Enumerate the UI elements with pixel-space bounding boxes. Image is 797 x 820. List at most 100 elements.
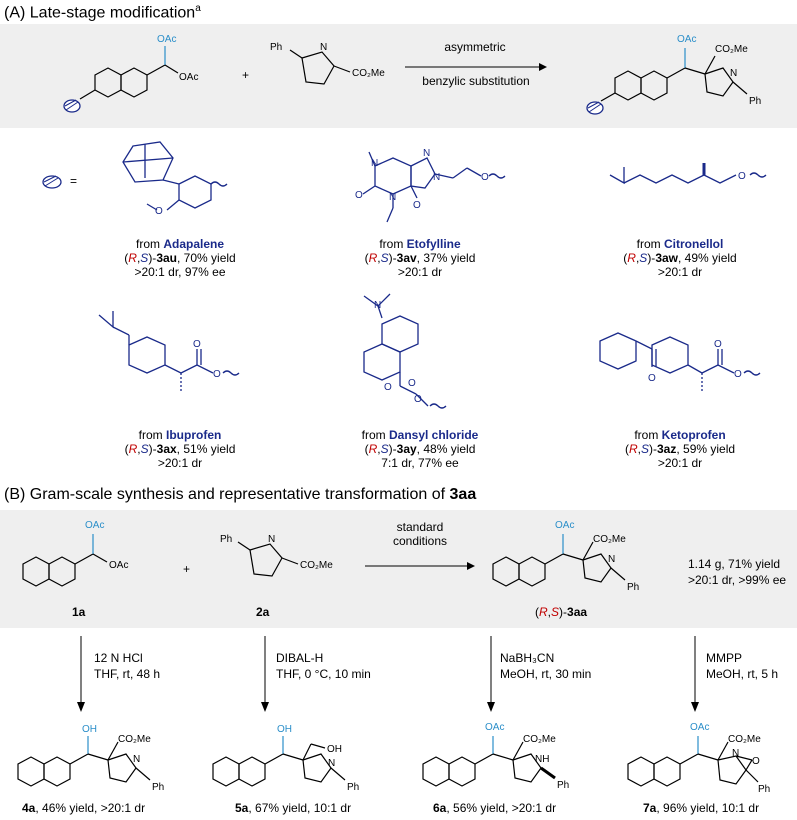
svg-text:N: N — [423, 148, 430, 159]
caption-7a: 7a, 96% yield, 10:1 dr — [643, 801, 760, 815]
svg-text:O: O — [734, 369, 742, 380]
svg-text:CO₂Me: CO₂Me — [352, 68, 385, 79]
svg-text:OAc: OAc — [690, 722, 709, 733]
svg-text:OH: OH — [277, 724, 292, 735]
svg-text:N: N — [433, 172, 440, 183]
svg-text:Ph: Ph — [758, 784, 770, 795]
structure-7a: OAc CO₂Me N O Ph — [627, 722, 770, 795]
structure-pyrroline-ester: Ph N CO₂Me — [270, 42, 385, 85]
svg-text:O: O — [414, 394, 422, 405]
caption-citronellol: from Citronellol (R,S)-3aw, 49% yield >2… — [623, 237, 737, 279]
arrow-a-bottom-label: benzylic substitution — [422, 74, 530, 88]
section-a-title: (A) Late-stage modificationa — [4, 3, 201, 22]
svg-text:OH: OH — [327, 744, 342, 755]
label-3aa: (R,S)-3aa — [535, 605, 588, 619]
svg-text:OAc: OAc — [179, 72, 198, 83]
structure-dansyl: N O O O — [363, 293, 447, 409]
svg-text:O: O — [384, 382, 392, 393]
svg-text:N: N — [732, 748, 739, 759]
caption-4a: 4a, 46% yield, >20:1 dr — [22, 801, 146, 815]
svg-text:OAc: OAc — [555, 520, 574, 531]
arrow-b-bottom-label: conditions — [392, 534, 448, 548]
structure-5a: OH OH N Ph — [212, 724, 359, 793]
caption-5a: 5a, 67% yield, 10:1 dr — [235, 801, 352, 815]
arrow-b-top-label: standard — [396, 520, 444, 534]
svg-text:O: O — [408, 378, 416, 389]
down-arrow-7a — [691, 636, 699, 712]
down-arrow-5a — [261, 636, 269, 712]
svg-text:O: O — [155, 206, 163, 217]
pill-substituent-icon — [42, 175, 62, 189]
svg-text:N: N — [328, 758, 335, 769]
structure-ibuprofen: O O — [98, 311, 240, 391]
svg-text:N: N — [320, 42, 327, 53]
svg-text:Ph: Ph — [152, 782, 164, 793]
structure-product-generic: OAc CO₂Me N Ph — [586, 34, 761, 115]
svg-text:CO₂Me: CO₂Me — [715, 44, 748, 55]
caption-6a: 6a, 56% yield, >20:1 dr — [433, 801, 557, 815]
svg-text:O: O — [738, 171, 746, 182]
structure-etofylline: O O O N N N N — [355, 148, 506, 223]
svg-text:NH: NH — [535, 754, 549, 765]
structure-6a: OAc CO₂Me NH Ph — [422, 722, 569, 791]
arrow-a-top-label: asymmetric — [444, 40, 506, 54]
plus-sign-b: + — [183, 562, 191, 576]
svg-text:N: N — [268, 534, 275, 545]
svg-text:OAc: OAc — [109, 560, 128, 571]
svg-text:O: O — [752, 756, 760, 767]
svg-text:O: O — [355, 190, 363, 201]
svg-text:Ph: Ph — [557, 780, 569, 791]
svg-text:N: N — [371, 158, 378, 169]
svg-text:OAc: OAc — [677, 34, 696, 45]
caption-etofylline: from Etofylline (R,S)-3av, 37% yield >20… — [364, 237, 476, 279]
svg-text:CO₂Me: CO₂Me — [593, 534, 626, 545]
structure-2a: Ph N CO₂Me — [220, 534, 333, 577]
plus-sign-a: + — [242, 68, 250, 82]
oac-label: OAc — [157, 34, 176, 45]
caption-dansyl: from Dansyl chloride (R,S)-3ay, 48% yiel… — [361, 428, 479, 470]
svg-text:Ph: Ph — [220, 534, 232, 545]
svg-text:OAc: OAc — [485, 722, 504, 733]
caption-ibuprofen: from Ibuprofen (R,S)-3ax, 51% yield >20:… — [124, 428, 236, 470]
gram-scale-result: 1.14 g, 71% yield >20:1 dr, >99% ee — [688, 557, 787, 587]
caption-adapalene: from Adapalene (R,S)-3au, 70% yield >20:… — [124, 237, 236, 279]
structure-adapalene: O — [122, 141, 228, 217]
svg-text:Ph: Ph — [627, 582, 639, 593]
equals-sign: = — [70, 174, 78, 188]
svg-text:CO₂Me: CO₂Me — [118, 734, 151, 745]
svg-text:Ph: Ph — [270, 42, 282, 53]
svg-text:N: N — [389, 192, 396, 203]
svg-text:N: N — [374, 300, 381, 311]
svg-text:O: O — [413, 200, 421, 211]
label-2a: 2a — [256, 605, 270, 619]
reaction-arrow-a — [405, 63, 547, 71]
structure-diacetate-generic: OAc OAc — [63, 34, 198, 113]
section-b-band — [0, 510, 797, 628]
svg-text:OAc: OAc — [85, 520, 104, 531]
svg-text:N: N — [608, 554, 615, 565]
svg-text:CO₂Me: CO₂Me — [300, 560, 333, 571]
svg-text:OH: OH — [82, 724, 97, 735]
svg-text:N: N — [133, 754, 140, 765]
reaction-arrow-b — [365, 562, 475, 570]
caption-ketoprofen: from Ketoprofen (R,S)-3az, 59% yield >20… — [624, 428, 736, 470]
svg-text:CO₂Me: CO₂Me — [728, 734, 761, 745]
svg-text:N: N — [730, 68, 737, 79]
svg-text:O: O — [193, 339, 201, 350]
structure-3aa: OAc CO₂Me N Ph — [492, 520, 639, 593]
svg-text:Ph: Ph — [347, 782, 359, 793]
svg-text:O: O — [213, 369, 221, 380]
svg-text:O: O — [714, 339, 722, 350]
svg-text:Ph: Ph — [749, 96, 761, 107]
down-arrow-4a — [77, 636, 85, 712]
svg-text:O: O — [481, 172, 489, 183]
structure-1a: OAc OAc — [22, 520, 128, 587]
structure-4a: OH CO₂Me N Ph — [17, 724, 164, 793]
structure-ketoprofen: O O O — [599, 332, 761, 391]
label-1a: 1a — [72, 605, 86, 619]
svg-text:CO₂Me: CO₂Me — [523, 734, 556, 745]
